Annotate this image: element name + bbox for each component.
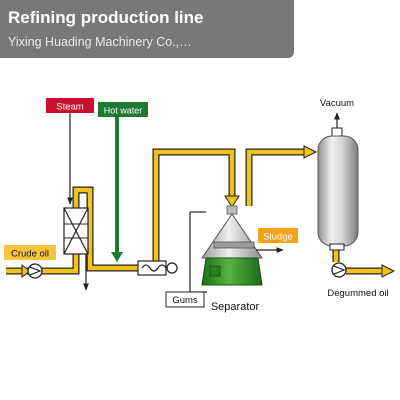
steam-line: Steam [46, 98, 94, 291]
hot-water-line: Hot water [98, 102, 148, 262]
separator-label: Separator [211, 301, 260, 313]
gums-label-box [165, 291, 205, 308]
page-subtitle: Yixing Huading Machinery Co.,… [8, 35, 192, 49]
arrow-to-tank [303, 145, 318, 159]
gums-label: Gums [172, 295, 198, 306]
vacuum-label: Vacuum [320, 98, 354, 109]
valve-icon [166, 262, 178, 274]
hot-water-label: Hot water [104, 106, 143, 116]
arrow-crude-in [21, 264, 31, 278]
title-banner: Refining production line Yixing Huading … [0, 0, 294, 58]
page-title: Refining production line [8, 8, 204, 27]
arrow-to-separator [224, 195, 240, 208]
separator-centrifuge [189, 205, 284, 293]
plate-heater [63, 207, 89, 255]
heat-exchanger [137, 260, 167, 276]
crude-oil-label-box [4, 245, 56, 260]
crude-oil-label: Crude oil [11, 249, 49, 260]
steam-label: Steam [56, 102, 84, 113]
sludge-label: Sludge [263, 232, 293, 243]
vacuum-tank [317, 112, 359, 251]
pipe-separator-to-tank [245, 148, 306, 206]
arrow-degummed-out [381, 264, 396, 278]
hot-water-label-box [98, 102, 148, 117]
pump-outlet-icon [331, 262, 347, 278]
sludge-label-box [258, 228, 298, 243]
steam-label-box [46, 98, 94, 113]
degummed-oil-label: Degummed oil [327, 288, 388, 299]
pump-inlet-icon [27, 263, 43, 279]
